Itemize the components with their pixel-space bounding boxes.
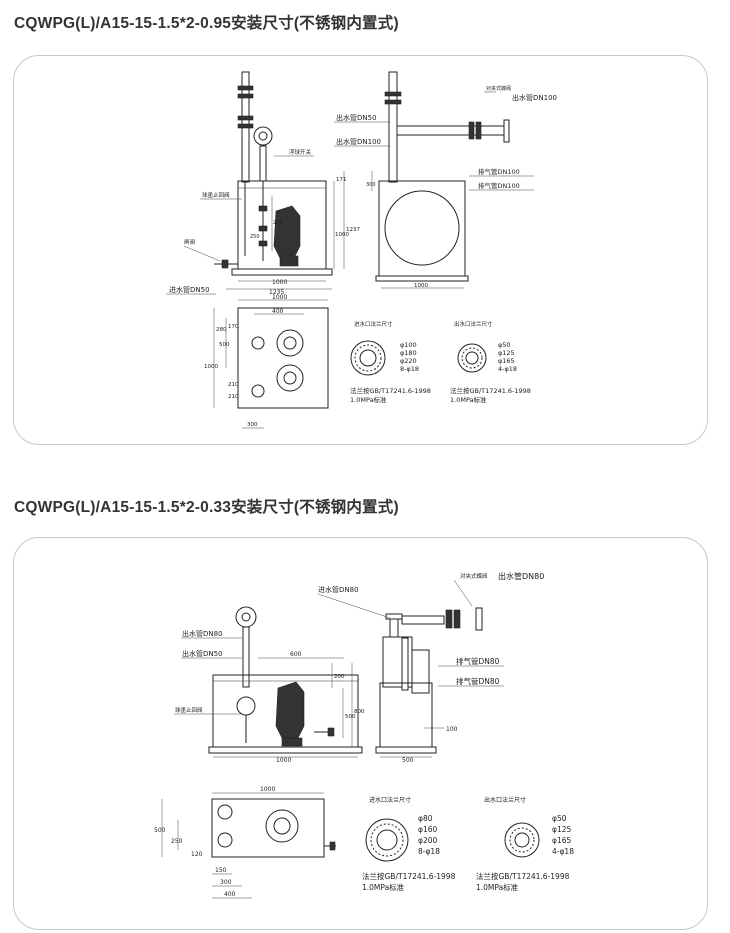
vent-label-2: 排气管DN100 xyxy=(478,181,520,190)
flange-in-pressure: 1.0MPa标准 xyxy=(362,882,405,892)
vent-label: 排气管DN100 xyxy=(478,167,520,176)
front-view: 1000 1235 171 1237 1000 270 250 球墨止回阀 闸阀… xyxy=(166,71,360,296)
vent-label-2: 排气管DN80 xyxy=(456,676,500,686)
plan-dim-400: 400 xyxy=(224,891,236,898)
front-dim-500: 500 xyxy=(345,714,356,720)
flange-outlet: 出水口法兰尺寸 φ50 φ125 φ165 4-φ18 法兰按GB/T17241… xyxy=(450,320,531,404)
flange-out-title: 出水口法兰尺寸 xyxy=(454,320,493,328)
float-label: 浮球开关 xyxy=(289,148,312,156)
valve-label: 闸阀 xyxy=(184,238,195,246)
flange-out-std: 法兰按GB/T17241.6-1998 xyxy=(450,386,531,395)
flange-out-spec-1: φ50 xyxy=(552,814,567,823)
flange-in-spec-1: φ100 xyxy=(400,341,417,349)
front-dim-1000: 1000 xyxy=(276,757,291,764)
plan-dim-6: 1000 xyxy=(204,364,218,370)
front-dim-total: 1235 xyxy=(269,289,284,296)
flange-in-spec-1: φ80 xyxy=(418,814,433,823)
check-valve-label: 球墨止回阀 xyxy=(175,706,203,714)
plan-dim-9: 300 xyxy=(247,422,258,428)
plan-dim-4: 280 xyxy=(216,327,227,333)
section-title: CQWPG(L)/A15-15-1.5*2-0.33安装尺寸(不锈钢内置式) xyxy=(14,499,399,516)
flange-in-std: 法兰按GB/T17241.6-1998 xyxy=(362,871,456,881)
clamp-valve-label: 对夹式蝶阀 xyxy=(460,572,488,580)
side-dim-top: 300 xyxy=(366,182,376,188)
plan-dim-2: 400 xyxy=(272,308,284,315)
flange-out-title: 出水口法兰尺寸 xyxy=(484,796,526,804)
plan-dim-1: 1000 xyxy=(272,294,287,301)
plan-dim-3: 170 xyxy=(228,324,239,330)
flange-in-pressure: 1.0MPa标准 xyxy=(350,395,387,404)
flange-out-spec-4: 4-φ18 xyxy=(498,365,517,373)
flange-out-pressure: 1.0MPa标准 xyxy=(476,882,519,892)
flange-outlet: 出水口法兰尺寸 φ50 φ125 φ165 4-φ18 法兰按GB/T17241… xyxy=(476,796,574,892)
flange-in-spec-4: 8-φ18 xyxy=(418,847,440,856)
side-view: 500 100 进水管DN80 对夹式蝶阀 出水管DN80 排气管DN80 排气… xyxy=(317,571,544,764)
front-dim-top: 171 xyxy=(336,177,347,183)
plan-dim-150: 150 xyxy=(215,867,227,874)
front-dim-800: 800 xyxy=(354,709,365,715)
plan-dim-1000: 1000 xyxy=(260,786,275,793)
front-view: 600 200 500 800 1000 出水管DN80 出水管DN50 球墨止… xyxy=(174,606,365,764)
flange-in-title: 进水口法兰尺寸 xyxy=(354,320,393,328)
check-valve-label: 球墨止回阀 xyxy=(202,191,230,199)
side-dim-width: 1000 xyxy=(414,283,428,289)
flange-in-spec-2: φ160 xyxy=(418,825,437,834)
flange-in-spec-3: φ220 xyxy=(400,357,417,365)
plan-view: 1000 500 250 120 150 300 400 xyxy=(154,786,336,899)
side-outlet-label: 出水管DN50 xyxy=(336,113,377,122)
side-outlet-label-2: 出水管DN100 xyxy=(336,137,381,146)
clamp-valve-label: 对夹式蝶阀 xyxy=(486,85,511,92)
plan-dim-7: 210 xyxy=(228,382,239,388)
plan-dim-500: 500 xyxy=(154,827,166,834)
flange-in-std: 法兰按GB/T17241.6-1998 xyxy=(350,386,431,395)
drawing-panel: 600 200 500 800 1000 出水管DN80 出水管DN50 球墨止… xyxy=(13,537,708,930)
side-outlet-label: 出水管DN80 xyxy=(498,571,544,581)
front-dim-width: 1000 xyxy=(272,279,287,286)
flange-out-spec-4: 4-φ18 xyxy=(552,847,574,856)
flange-out-spec-3: φ165 xyxy=(498,357,515,365)
section-title: CQWPG(L)/A15-15-1.5*2-0.95安装尺寸(不锈钢内置式) xyxy=(14,15,399,32)
flange-out-pressure: 1.0MPa标准 xyxy=(450,395,487,404)
front-dim-mid: 270 xyxy=(273,220,283,226)
front-outlet-label-2: 出水管DN50 xyxy=(182,649,223,658)
front-dim-height: 1237 xyxy=(346,227,360,233)
flange-in-spec-2: φ180 xyxy=(400,349,417,357)
side-dim-100: 100 xyxy=(446,726,458,733)
front-dim-tank: 1000 xyxy=(335,232,349,238)
flange-inlet: 进水口法兰尺寸 φ80 φ160 φ200 8-φ18 法兰按GB/T17241… xyxy=(362,796,456,892)
front-outlet-label: 出水管DN80 xyxy=(182,629,223,638)
side-view: 1000 300 出水管DN50 出水管DN100 对夹式蝶阀 出水管DN100… xyxy=(334,71,557,289)
plan-dim-120: 120 xyxy=(191,851,203,858)
side-dim-500: 500 xyxy=(402,757,414,764)
side-outlet-top-label: 出水管DN100 xyxy=(512,93,557,102)
front-inlet-label: 进水管DN50 xyxy=(169,285,210,294)
flange-out-spec-3: φ165 xyxy=(552,836,571,845)
front-dim-200: 200 xyxy=(334,674,345,680)
vent-label: 排气管DN80 xyxy=(456,656,500,666)
plan-dim-250: 250 xyxy=(171,838,183,845)
side-inlet-label: 进水管DN80 xyxy=(318,585,359,594)
flange-out-spec-2: φ125 xyxy=(498,349,515,357)
plan-dim-300: 300 xyxy=(220,879,232,886)
plan-view: 1000 400 170 280 500 1000 210 210 300 xyxy=(204,294,329,429)
flange-out-std: 法兰按GB/T17241.6-1998 xyxy=(476,871,570,881)
flange-out-spec-2: φ125 xyxy=(552,825,571,834)
front-dim-low: 250 xyxy=(250,234,260,240)
flange-in-spec-3: φ200 xyxy=(418,836,437,845)
installation-drawing: 1000 1235 171 1237 1000 270 250 球墨止回阀 闸阀… xyxy=(166,71,557,429)
installation-drawing: 600 200 500 800 1000 出水管DN80 出水管DN50 球墨止… xyxy=(154,571,574,899)
flange-inlet: 进水口法兰尺寸 φ100 φ180 φ220 8-φ18 法兰按GB/T1724… xyxy=(350,320,431,404)
front-dim-600: 600 xyxy=(290,651,302,658)
plan-dim-8: 210 xyxy=(228,394,239,400)
flange-in-title: 进水口法兰尺寸 xyxy=(369,796,411,804)
flange-out-spec-1: φ50 xyxy=(498,341,511,349)
plan-dim-5: 500 xyxy=(219,342,230,348)
drawing-panel: 1000 1235 171 1237 1000 270 250 球墨止回阀 闸阀… xyxy=(13,55,708,445)
flange-in-spec-4: 8-φ18 xyxy=(400,365,419,373)
